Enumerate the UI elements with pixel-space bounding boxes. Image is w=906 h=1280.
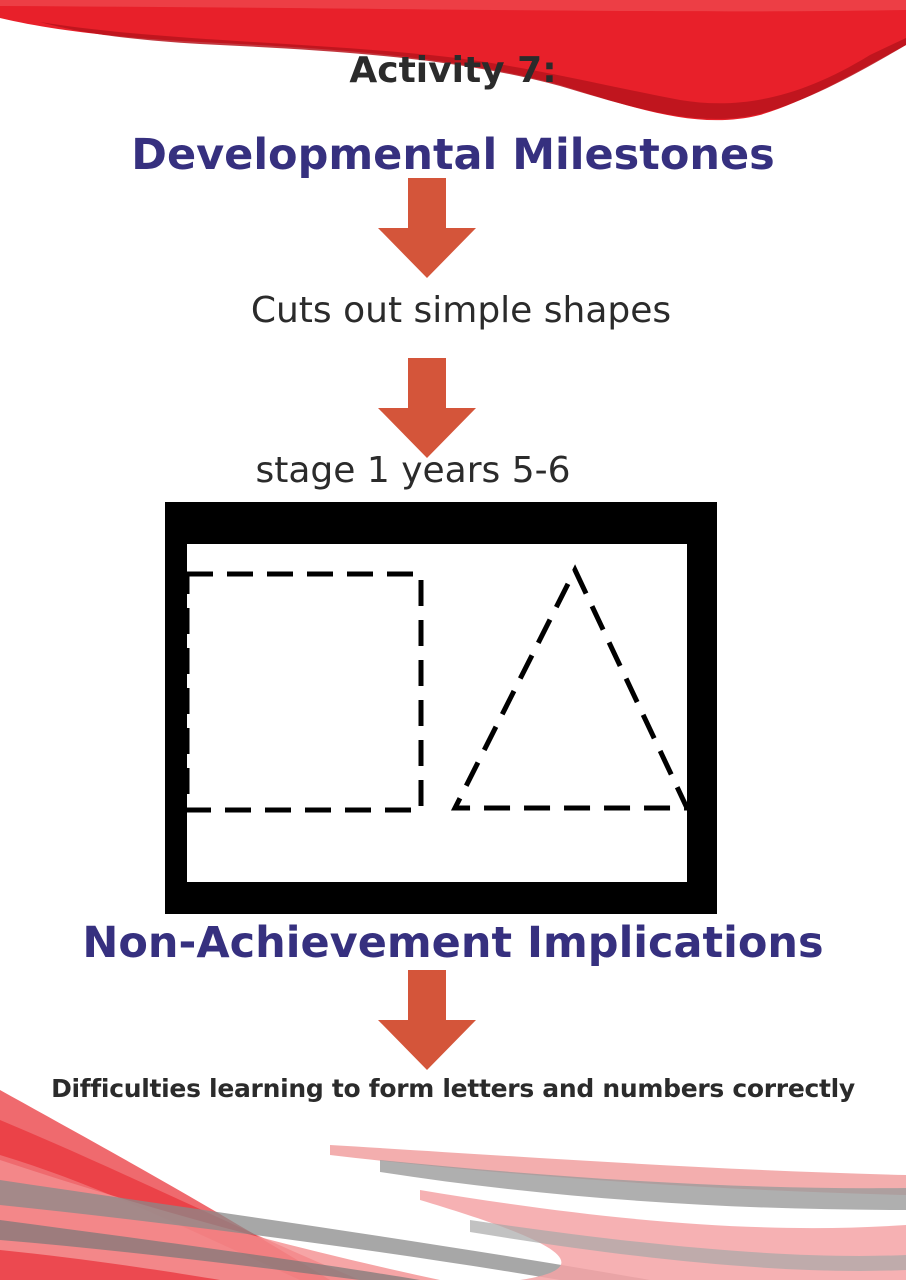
top-wave-decoration — [0, 0, 906, 121]
bottom-swoosh-decoration — [0, 1090, 906, 1280]
milestones-heading: Developmental Milestones — [131, 130, 775, 180]
milestone-text: Cuts out simple shapes — [250, 290, 672, 331]
activity-title: Activity 7: — [349, 50, 557, 91]
dashed-triangle-icon — [450, 564, 691, 811]
arrow-down-icon — [378, 178, 476, 278]
arrow-down-icon — [378, 358, 476, 458]
arrow-down-icon — [378, 970, 476, 1070]
shapes-illustration — [165, 502, 717, 914]
implications-heading: Non-Achievement Implications — [82, 918, 824, 968]
implication-text: Difficulties learning to form letters an… — [51, 1074, 855, 1103]
dashed-square-icon — [184, 571, 424, 813]
stage-text: stage 1 years 5-6 — [255, 450, 571, 491]
